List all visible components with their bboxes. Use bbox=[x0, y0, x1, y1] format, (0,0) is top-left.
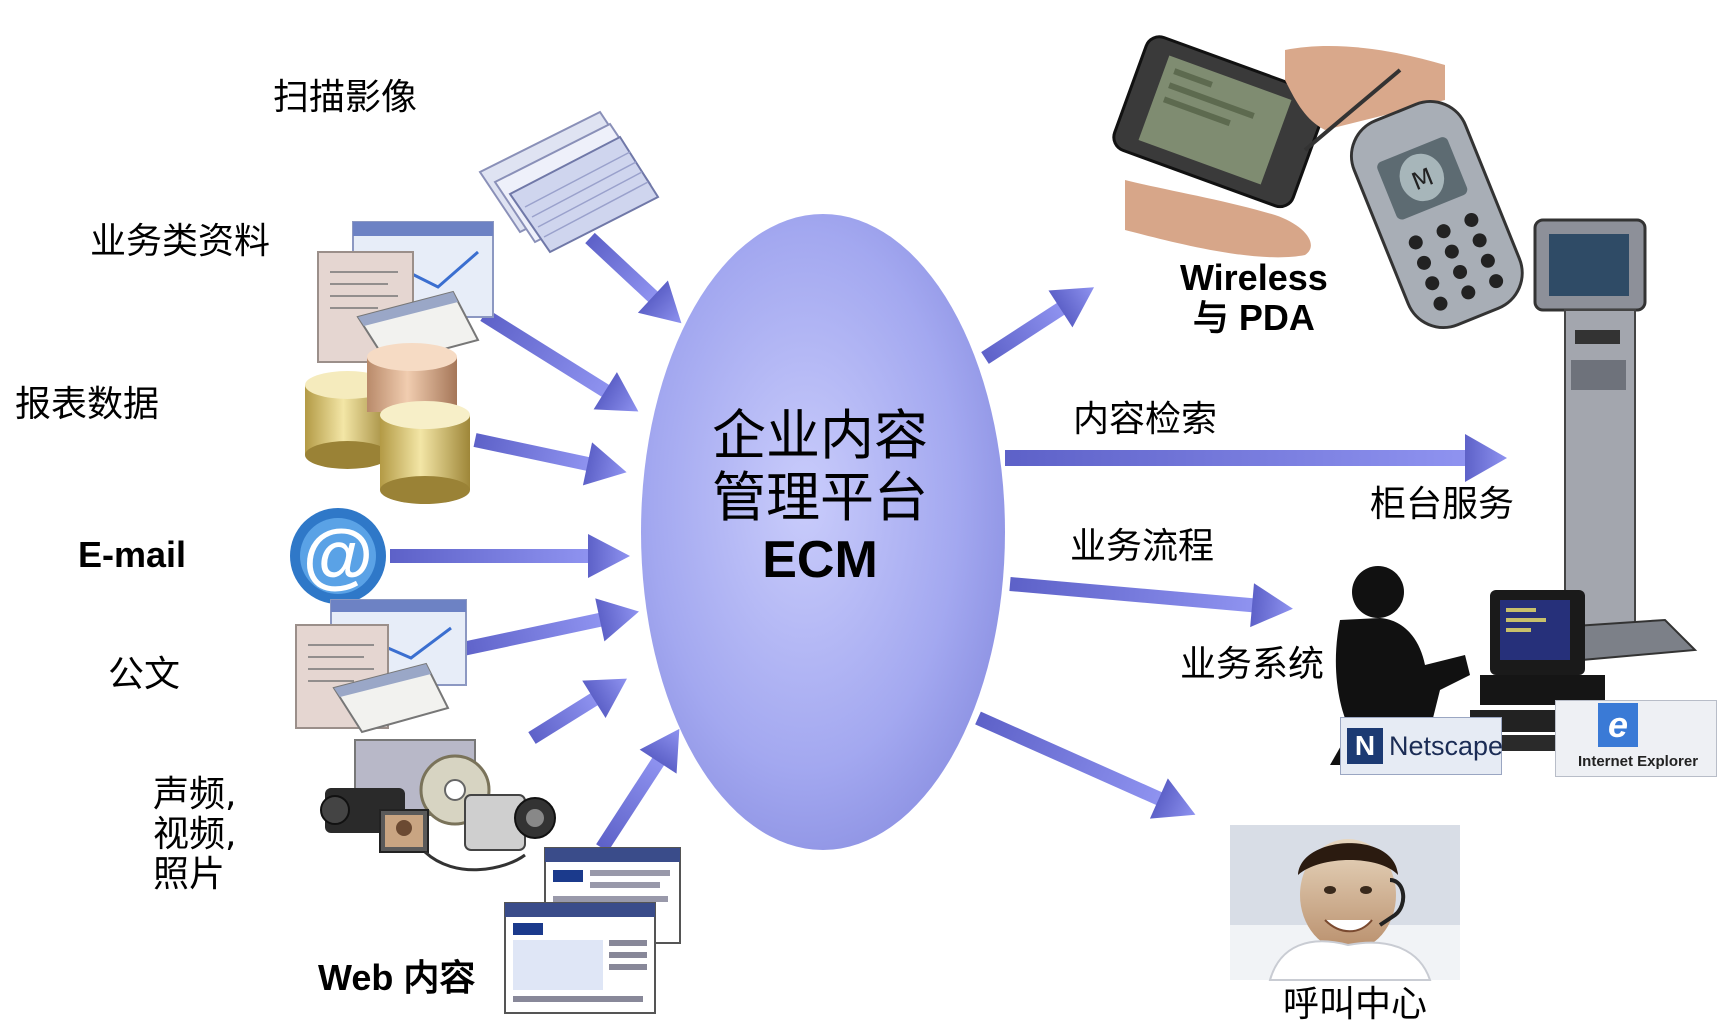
output-arrows bbox=[975, 287, 1507, 819]
arrow-scan bbox=[585, 232, 682, 324]
arrow-call-center bbox=[975, 711, 1196, 819]
label-web: Web 内容 bbox=[318, 957, 476, 998]
label-wireless-line1: Wireless bbox=[1180, 257, 1328, 298]
netscape-logo: N Netscape bbox=[1340, 717, 1504, 775]
arrow-email bbox=[390, 534, 630, 578]
scanned-paper-illustration bbox=[478, 110, 660, 254]
label-business-system: 业务系统 bbox=[1180, 644, 1325, 685]
label-wireless: Wireless 与 PDA bbox=[1180, 258, 1328, 338]
label-media: 声频, 视频, 照片 bbox=[153, 775, 236, 895]
label-report-data: 报表数据 bbox=[15, 384, 160, 425]
database-cylinders-illustration bbox=[305, 343, 470, 504]
ecm-platform-title: 企业内容 管理平台 ECM bbox=[660, 405, 980, 591]
label-email: E-mail bbox=[78, 534, 187, 575]
email-at-icon: @ bbox=[290, 508, 386, 604]
netscape-label: Netscape bbox=[1389, 731, 1504, 761]
arrow-official-docs bbox=[456, 598, 639, 657]
netscape-n-icon: N bbox=[1347, 728, 1383, 764]
media-devices-illustration bbox=[320, 739, 556, 872]
ecm-title-line2: 管理平台 bbox=[712, 466, 928, 529]
label-business-docs: 业务类资料 bbox=[90, 221, 271, 262]
label-media-line2: 视频, bbox=[153, 814, 237, 855]
cell-phone-illustration: M bbox=[1349, 100, 1524, 330]
svg-text:@: @ bbox=[303, 516, 373, 596]
ecm-title-line3: ECM bbox=[762, 531, 878, 589]
arrow-report-data bbox=[473, 433, 627, 486]
label-scan: 扫描影像 bbox=[273, 77, 418, 118]
arrow-counter-service bbox=[1005, 434, 1507, 482]
arrow-wireless bbox=[981, 287, 1095, 364]
web-pages-illustration bbox=[504, 847, 681, 1014]
label-call-center: 呼叫中心 bbox=[1283, 984, 1428, 1025]
business-documents-illustration bbox=[317, 221, 494, 366]
label-content-search: 内容检索 bbox=[1073, 399, 1218, 440]
label-counter-service: 柜台服务 bbox=[1370, 484, 1515, 525]
ecm-title-line1: 企业内容 bbox=[712, 404, 928, 467]
label-media-line3: 照片 bbox=[153, 854, 226, 895]
ie-label: Internet Explorer bbox=[1578, 753, 1699, 770]
ie-e-icon: e bbox=[1598, 703, 1638, 747]
input-arrows bbox=[390, 232, 682, 852]
label-business-process: 业务流程 bbox=[1070, 526, 1215, 567]
pda-illustration bbox=[1112, 35, 1445, 258]
label-media-line1: 声频, bbox=[153, 774, 237, 815]
ecm-platform-ellipse bbox=[641, 214, 1005, 850]
call-center-agent-photo bbox=[1230, 825, 1460, 981]
official-documents-illustration bbox=[295, 599, 467, 734]
arrow-media bbox=[528, 678, 627, 744]
label-wireless-line2: 与 PDA bbox=[1192, 297, 1315, 338]
label-official-docs: 公文 bbox=[108, 654, 181, 695]
arrow-web bbox=[596, 728, 680, 852]
internet-explorer-logo: e Internet Explorer bbox=[1555, 700, 1717, 777]
kiosk-illustration bbox=[1513, 218, 1698, 667]
arrow-business-system bbox=[1009, 577, 1293, 628]
arrow-business-docs bbox=[480, 309, 639, 412]
